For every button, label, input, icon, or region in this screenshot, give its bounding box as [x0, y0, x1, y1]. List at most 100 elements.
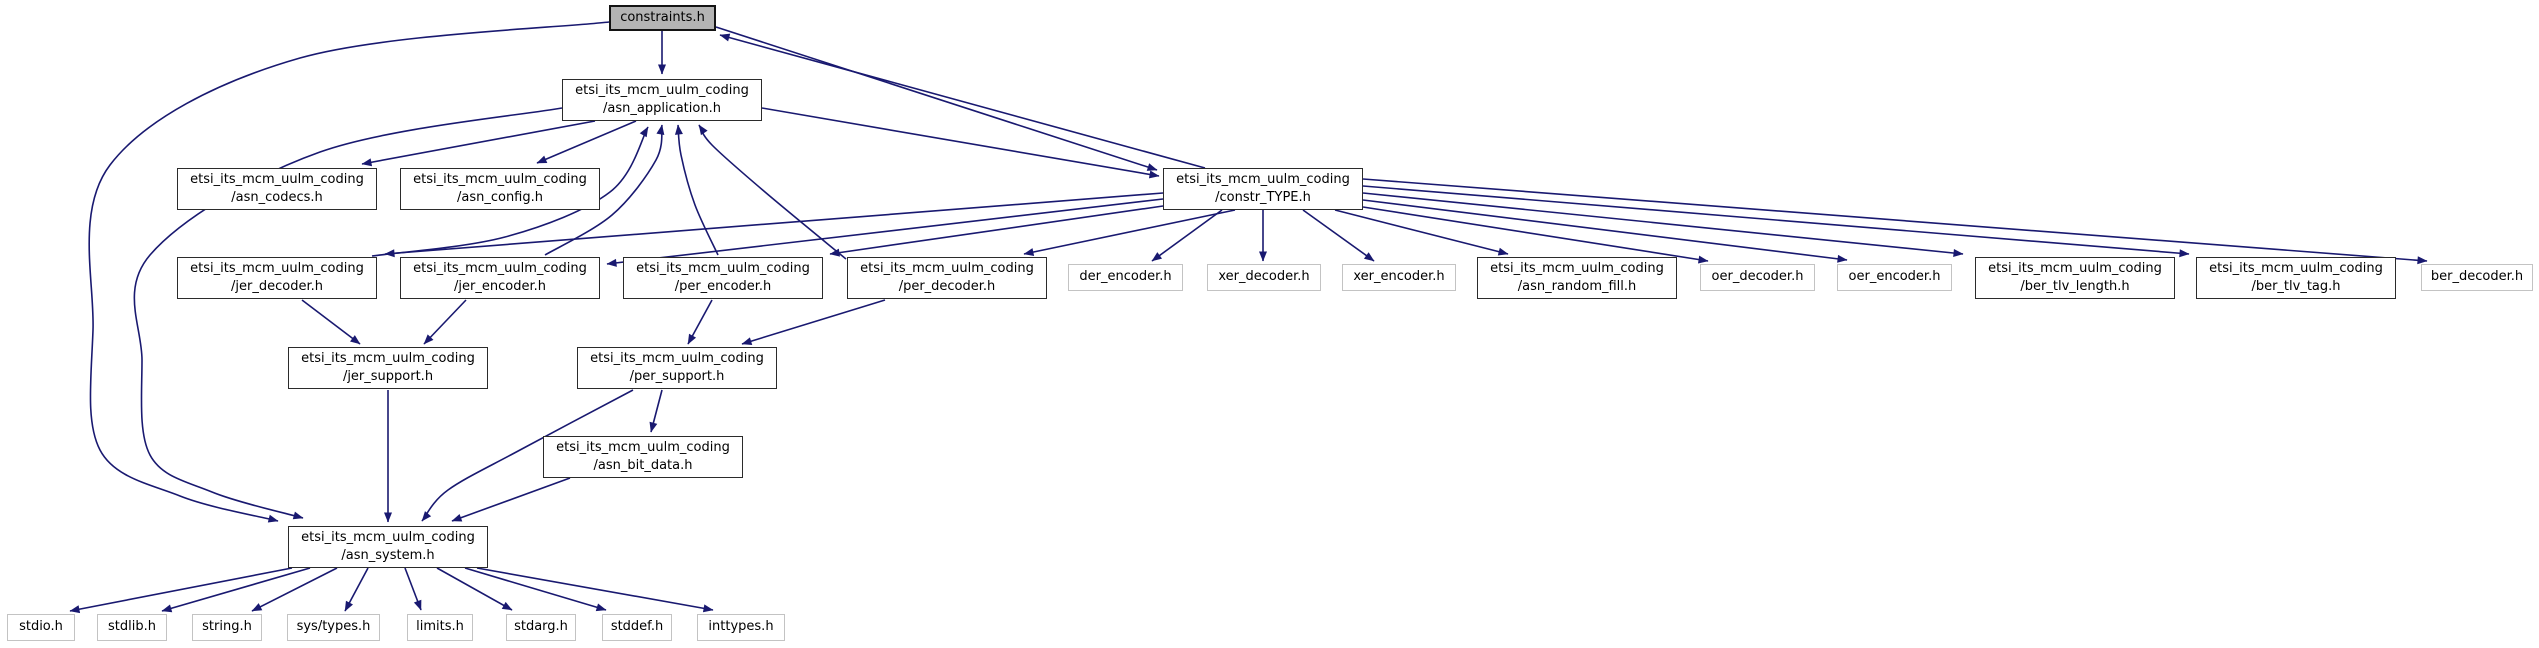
node-label: /jer_decoder.h	[231, 279, 323, 294]
node-xer_decoder.h[interactable]: xer_decoder.h	[1207, 264, 1321, 291]
node-stdio.h[interactable]: stdio.h	[7, 614, 75, 641]
node-asn_bit_data.h[interactable]: etsi_its_mcm_uulm_coding/asn_bit_data.h	[543, 436, 743, 478]
node-label: etsi_its_mcm_uulm_coding	[1490, 260, 1664, 276]
node-asn_system.h[interactable]: etsi_its_mcm_uulm_coding/asn_system.h	[288, 526, 488, 568]
node-jer_support.h[interactable]: etsi_its_mcm_uulm_coding/jer_support.h	[288, 347, 488, 389]
edge-asn_system.h-to-stdio.h	[69, 567, 293, 614]
node-jer_encoder.h[interactable]: etsi_its_mcm_uulm_coding/jer_encoder.h	[400, 257, 600, 299]
node-jer_decoder.h[interactable]: etsi_its_mcm_uulm_coding/jer_decoder.h	[177, 257, 377, 299]
node-label: constraints.h	[620, 9, 705, 25]
node-sys_types.h[interactable]: sys/types.h	[287, 614, 380, 641]
node-label: /ber_tlv_length.h	[2020, 279, 2130, 294]
edge-constraints.h-to-constr_TYPE.h	[715, 26, 1158, 171]
edge-asn_system.h-to-stdarg.h	[436, 567, 513, 611]
edge-asn_application.h-to-asn_system.h	[133, 107, 563, 520]
edge-constr_TYPE.h-to-jer_encoder.h	[606, 198, 1164, 267]
node-label: /per_support.h	[629, 369, 725, 384]
node-label: ber_decoder.h	[2430, 269, 2524, 285]
edge-asn_system.h-to-limits.h	[404, 567, 422, 611]
edge-asn_application.h-to-asn_codecs.h	[361, 120, 596, 167]
edge-per_encoder.h-to-per_support.h	[687, 299, 713, 345]
edge-per_encoder.h-to-asn_application.h	[674, 124, 719, 256]
node-label: etsi_its_mcm_uulm_coding	[2209, 260, 2383, 276]
edge-asn_application.h-to-asn_config.h	[536, 120, 637, 164]
edge-asn_system.h-to-inttypes.h	[476, 567, 714, 613]
node-label: etsi_its_mcm_uulm_coding	[190, 260, 364, 276]
node-label: /asn_config.h	[456, 190, 543, 205]
node-label: xer_decoder.h	[1218, 269, 1310, 285]
node-asn_config.h[interactable]: etsi_its_mcm_uulm_coding/asn_config.h	[400, 168, 600, 210]
edge-constr_TYPE.h-to-per_encoder.h	[829, 205, 1164, 257]
node-label: /jer_encoder.h	[454, 279, 546, 294]
edge-asn_bit_data.h-to-asn_system.h	[451, 477, 571, 522]
node-label: etsi_its_mcm_uulm_coding	[575, 82, 749, 98]
node-ber_decoder.h[interactable]: ber_decoder.h	[2421, 264, 2533, 291]
edge-constr_TYPE.h-to-der_encoder.h	[1151, 209, 1223, 262]
node-stdlib.h[interactable]: stdlib.h	[97, 614, 167, 641]
edge-group	[69, 21, 2428, 614]
edge-constraints.h-to-asn_system.h	[88, 21, 610, 523]
node-ber_tlv_length.h[interactable]: etsi_its_mcm_uulm_coding/ber_tlv_length.…	[1975, 257, 2175, 299]
node-label: xer_encoder.h	[1353, 269, 1445, 285]
edge-asn_system.h-to-string.h	[251, 567, 338, 612]
node-label: /constr_TYPE.h	[1215, 190, 1311, 205]
edge-constr_TYPE.h-to-xer_encoder.h	[1302, 209, 1375, 262]
node-label: /jer_support.h	[342, 369, 434, 384]
node-label: etsi_its_mcm_uulm_coding	[860, 260, 1034, 276]
node-label: stdlib.h	[108, 619, 156, 635]
node-asn_random_fill.h[interactable]: etsi_its_mcm_uulm_coding/asn_random_fill…	[1477, 257, 1677, 299]
node-limits.h[interactable]: limits.h	[407, 614, 473, 641]
node-asn_codecs.h[interactable]: etsi_its_mcm_uulm_coding/asn_codecs.h	[177, 168, 377, 210]
node-label: /asn_random_fill.h	[1517, 279, 1637, 294]
node-stddef.h[interactable]: stddef.h	[602, 614, 672, 641]
node-ber_tlv_tag.h[interactable]: etsi_its_mcm_uulm_coding/ber_tlv_tag.h	[2196, 257, 2396, 299]
node-label: etsi_its_mcm_uulm_coding	[190, 171, 364, 187]
node-constraints.h[interactable]: constraints.h	[609, 5, 716, 31]
edge-jer_encoder.h-to-jer_support.h	[423, 299, 467, 345]
edge-constr_TYPE.h-to-per_decoder.h	[1023, 209, 1236, 256]
node-der_encoder.h[interactable]: der_encoder.h	[1068, 264, 1183, 291]
edge-per_decoder.h-to-per_support.h	[741, 299, 886, 346]
edge-asn_application.h-to-constr_TYPE.h	[761, 107, 1160, 179]
node-xer_encoder.h[interactable]: xer_encoder.h	[1342, 264, 1456, 291]
node-label: inttypes.h	[708, 619, 774, 635]
node-label: /asn_system.h	[341, 548, 435, 563]
edge-constr_TYPE.h-to-jer_decoder.h	[384, 192, 1164, 258]
node-label: /per_decoder.h	[898, 279, 996, 294]
node-label: /asn_codecs.h	[231, 190, 323, 205]
node-oer_decoder.h[interactable]: oer_decoder.h	[1700, 264, 1815, 291]
edge-constr_TYPE.h-to-asn_random_fill.h	[1334, 209, 1509, 256]
edge-constr_TYPE.h-to-oer_encoder.h	[1362, 199, 1848, 263]
node-per_decoder.h[interactable]: etsi_its_mcm_uulm_coding/per_decoder.h	[847, 257, 1047, 299]
node-label: sys/types.h	[296, 619, 371, 635]
node-label: etsi_its_mcm_uulm_coding	[1176, 171, 1350, 187]
node-label: string.h	[202, 619, 252, 635]
node-label: stdarg.h	[514, 619, 568, 635]
node-label: etsi_its_mcm_uulm_coding	[301, 350, 475, 366]
node-constr_TYPE.h[interactable]: etsi_its_mcm_uulm_coding/constr_TYPE.h	[1163, 168, 1363, 210]
node-label: /asn_application.h	[603, 101, 721, 116]
node-label: etsi_its_mcm_uulm_coding	[301, 529, 475, 545]
node-label: /per_encoder.h	[674, 279, 772, 294]
edge-per_support.h-to-asn_bit_data.h	[649, 389, 663, 433]
edge-asn_system.h-to-sys_types.h	[344, 567, 369, 612]
edge-constr_TYPE.h-to-ber_tlv_tag.h	[1362, 185, 2190, 258]
node-label: etsi_its_mcm_uulm_coding	[413, 260, 587, 276]
node-label: etsi_its_mcm_uulm_coding	[556, 439, 730, 455]
node-string.h[interactable]: string.h	[192, 614, 262, 641]
node-per_encoder.h[interactable]: etsi_its_mcm_uulm_coding/per_encoder.h	[623, 257, 823, 299]
node-asn_application.h[interactable]: etsi_its_mcm_uulm_coding/asn_application…	[562, 79, 762, 121]
edge-constr_TYPE.h-to-oer_decoder.h	[1362, 206, 1709, 264]
node-label: etsi_its_mcm_uulm_coding	[1988, 260, 2162, 276]
node-label: /asn_bit_data.h	[593, 458, 693, 473]
node-stdarg.h[interactable]: stdarg.h	[506, 614, 576, 641]
node-label: der_encoder.h	[1079, 269, 1172, 285]
node-label: etsi_its_mcm_uulm_coding	[413, 171, 587, 187]
node-inttypes.h[interactable]: inttypes.h	[697, 614, 785, 641]
edge-asn_system.h-to-stddef.h	[464, 567, 607, 612]
node-label: /ber_tlv_tag.h	[2251, 279, 2341, 294]
node-per_support.h[interactable]: etsi_its_mcm_uulm_coding/per_support.h	[577, 347, 777, 389]
node-oer_encoder.h[interactable]: oer_encoder.h	[1837, 264, 1952, 291]
